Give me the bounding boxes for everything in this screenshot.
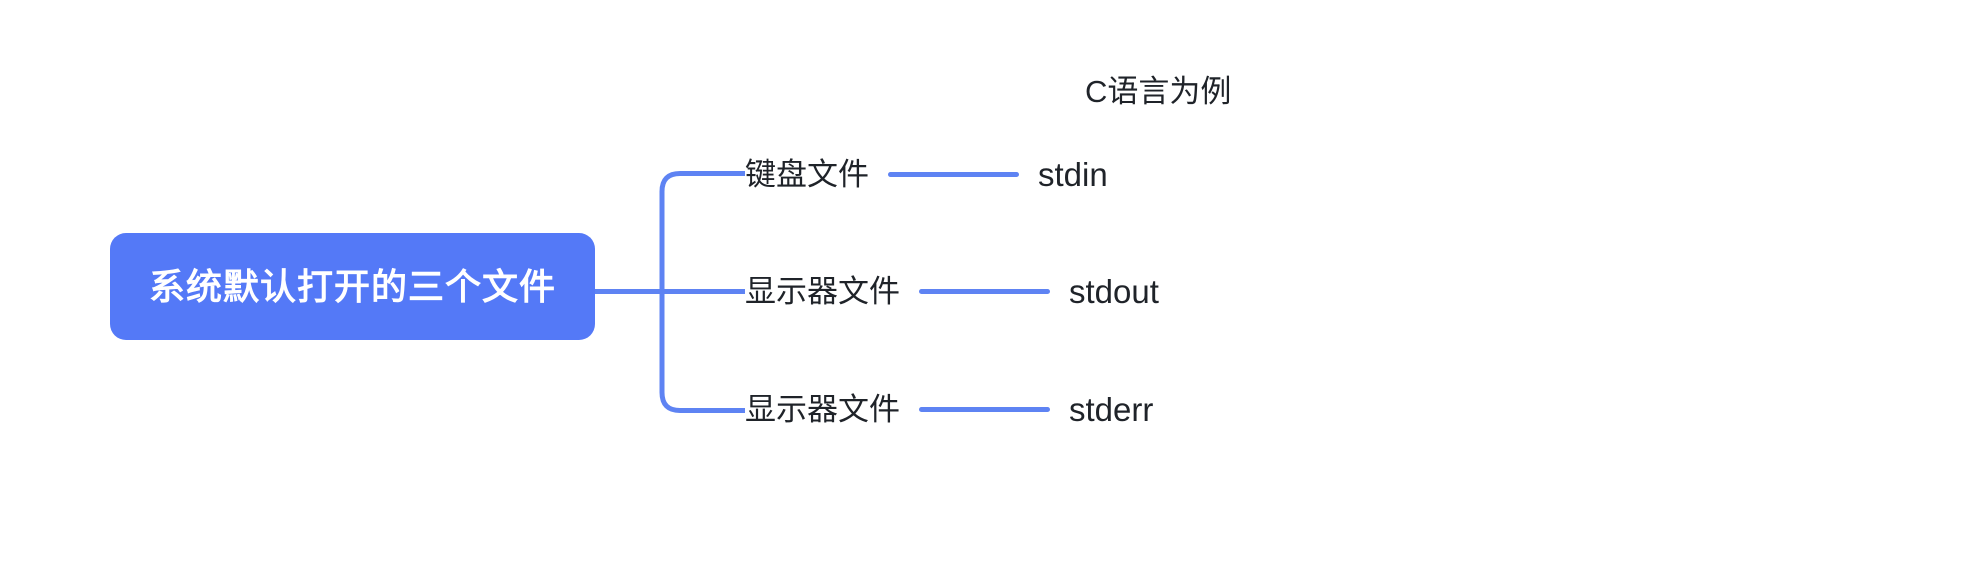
- annotation-label: C语言为例: [1085, 74, 1232, 109]
- branch-row[interactable]: 显示器文件 stdout: [745, 265, 1159, 317]
- branch-row[interactable]: 键盘文件 stdin: [745, 148, 1108, 200]
- root-node[interactable]: 系统默认打开的三个文件: [110, 233, 595, 340]
- branch-topic-label: 显示器文件: [745, 273, 900, 309]
- branch-connector-line: [888, 171, 1019, 177]
- branch-row[interactable]: 显示器文件 stderr: [745, 383, 1153, 435]
- branch-stream-label: stderr: [1069, 390, 1154, 428]
- branch-connector-line: [919, 406, 1050, 412]
- branch-topic-label: 键盘文件: [745, 156, 869, 192]
- connector-trunk: [659, 171, 745, 413]
- root-node-label: 系统默认打开的三个文件: [148, 265, 556, 307]
- branch-connector-line: [919, 288, 1050, 294]
- branch-stream-label: stdin: [1038, 155, 1108, 193]
- branch-stream-label: stdout: [1069, 272, 1159, 310]
- branch-topic-label: 显示器文件: [745, 391, 900, 427]
